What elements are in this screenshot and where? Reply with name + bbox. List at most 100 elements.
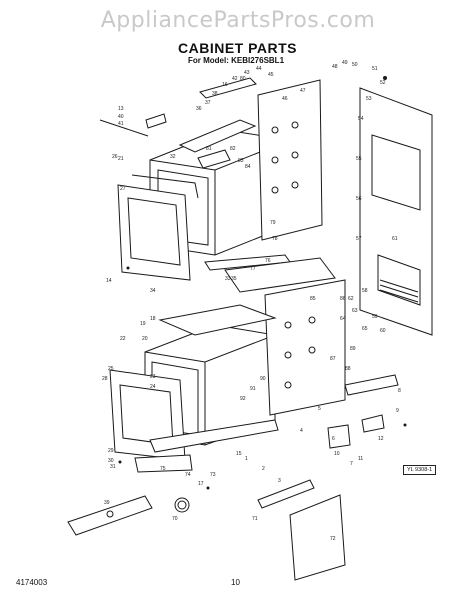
part-callout-60: 60 <box>380 328 386 334</box>
part-callout-36: 36 <box>196 106 202 112</box>
part-callout-62: 62 <box>348 296 354 302</box>
model-subtitle: For Model: KEBI276SBL1 <box>188 56 285 65</box>
part-callout-41: 41 <box>118 121 124 127</box>
part-callout-27: 27 <box>120 186 126 192</box>
part-callout-42: 42 <box>232 76 238 82</box>
part-callout-31: 31 <box>110 464 116 470</box>
part-callout-53: 53 <box>366 96 372 102</box>
lower-rear-panel <box>264 279 346 416</box>
part-callout-70: 70 <box>172 516 178 522</box>
part-callout-16: 16 <box>222 82 228 88</box>
part-callout-91: 91 <box>250 386 256 392</box>
top-duct <box>178 77 257 169</box>
part-callout-54: 54 <box>358 116 364 122</box>
part-callout-72: 72 <box>330 536 336 542</box>
part-callout-25: 25 <box>108 366 114 372</box>
right-side-panel <box>359 87 433 336</box>
part-callout-71: 71 <box>252 516 258 522</box>
reference-code: YL 9308-1 <box>403 465 437 475</box>
document-number: 4174003 <box>16 578 48 587</box>
part-callout-39: 39 <box>104 500 110 506</box>
middle-divider-panel <box>224 257 336 293</box>
watermark: AppliancePartsPros.com <box>100 8 376 33</box>
bottom-left-bracket <box>67 495 153 536</box>
part-callout-89: 89 <box>350 346 356 352</box>
part-callout-90: 90 <box>260 376 266 382</box>
part-callout-86: 86 <box>340 296 346 302</box>
part-callout-45: 45 <box>268 72 274 78</box>
part-callout-43: 43 <box>244 70 250 76</box>
part-callout-64: 64 <box>340 316 346 322</box>
part-callout-24: 24 <box>150 384 156 390</box>
part-callout-52: 52 <box>380 80 386 86</box>
part-callout-56: 56 <box>356 196 362 202</box>
lower-top-panel <box>158 304 277 336</box>
part-callout-40: 40 <box>118 114 124 120</box>
part-callout-33: 33 <box>225 276 231 282</box>
part-callout-32: 32 <box>170 154 176 160</box>
part-callout-26: 26 <box>112 154 118 160</box>
part-callout-81: 81 <box>206 146 212 152</box>
part-callout-55: 55 <box>356 156 362 162</box>
part-callout-50: 50 <box>352 62 358 68</box>
part-callout-22: 22 <box>120 336 126 342</box>
part-callout-7: 7 <box>350 461 353 467</box>
rod-assembly <box>99 113 167 137</box>
part-callout-29: 29 <box>108 448 114 454</box>
part-callout-14: 14 <box>106 278 112 284</box>
kick-plate-bracket <box>257 479 315 509</box>
part-callout-21: 21 <box>118 156 124 162</box>
part-callout-92: 92 <box>240 396 246 402</box>
part-callout-6: 6 <box>332 436 335 442</box>
page-number: 10 <box>231 578 240 587</box>
part-callout-78: 78 <box>272 236 278 242</box>
access-panel <box>289 494 346 581</box>
part-callout-34: 34 <box>150 288 156 294</box>
part-callout-30: 30 <box>108 458 114 464</box>
part-callout-10: 10 <box>334 451 340 457</box>
part-callout-63: 63 <box>352 308 358 314</box>
part-callout-80: 80 <box>240 76 246 82</box>
part-callout-1: 1 <box>245 456 248 462</box>
part-callout-61: 61 <box>392 236 398 242</box>
part-callout-18: 18 <box>150 316 156 322</box>
part-callout-76: 76 <box>265 258 271 264</box>
part-callout-84: 84 <box>245 164 251 170</box>
part-callout-15: 15 <box>236 451 242 457</box>
part-callout-49: 49 <box>342 60 348 66</box>
part-callout-3: 3 <box>278 478 281 484</box>
part-callout-48: 48 <box>332 64 338 70</box>
part-callout-59: 59 <box>372 314 378 320</box>
part-callout-20: 20 <box>142 336 148 342</box>
part-callout-19: 19 <box>140 321 146 327</box>
part-callout-8: 8 <box>398 388 401 394</box>
upper-rear-panel <box>257 79 323 241</box>
part-callout-17: 17 <box>198 481 204 487</box>
part-callout-13: 13 <box>118 106 124 112</box>
part-callout-85: 85 <box>310 296 316 302</box>
grommet-ring <box>174 497 190 513</box>
part-callout-4: 4 <box>300 428 303 434</box>
bottom-base-trim <box>134 419 279 473</box>
part-callout-2: 2 <box>262 466 265 472</box>
part-callout-9: 9 <box>396 408 399 414</box>
right-lower-bracket <box>327 374 399 449</box>
part-callout-46: 46 <box>282 96 288 102</box>
part-callout-5: 5 <box>318 406 321 412</box>
part-callout-79: 79 <box>270 220 276 226</box>
part-callout-37: 37 <box>205 100 211 106</box>
part-callout-74: 74 <box>185 472 191 478</box>
part-callout-44: 44 <box>256 66 262 72</box>
upper-door-frame <box>117 174 199 281</box>
part-callout-88: 88 <box>345 366 351 372</box>
part-callout-35: 35 <box>231 276 237 282</box>
part-callout-65: 65 <box>362 326 368 332</box>
part-callout-82: 82 <box>230 146 236 152</box>
part-callout-75: 75 <box>160 466 166 472</box>
part-callout-47: 47 <box>300 88 306 94</box>
part-callout-58: 58 <box>362 288 368 294</box>
part-callout-77: 77 <box>250 266 256 272</box>
part-callout-38: 38 <box>212 91 218 97</box>
screws <box>118 76 407 490</box>
part-callout-57: 57 <box>356 236 362 242</box>
